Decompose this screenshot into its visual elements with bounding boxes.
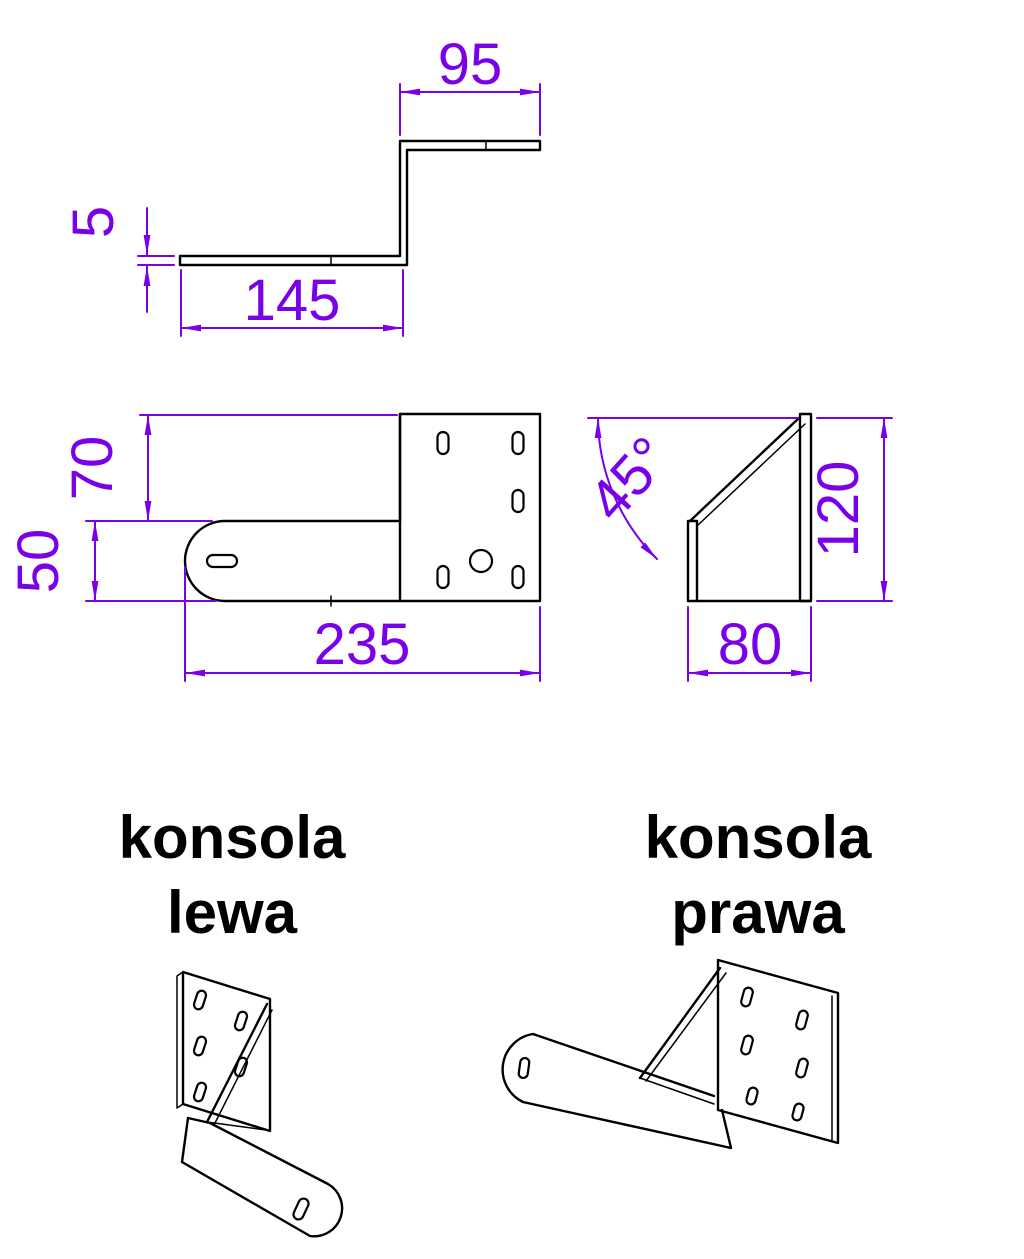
gusset-fold-line <box>639 1077 715 1105</box>
slot-hole <box>511 488 525 514</box>
dimension-value: 5 <box>61 206 126 238</box>
plan-view: 70 50 235 <box>6 412 542 682</box>
slot-hole <box>791 1102 805 1122</box>
plate-face <box>716 958 840 1145</box>
dimension-value: 80 <box>718 612 783 677</box>
slot-hole <box>740 1034 754 1056</box>
slot-hole <box>436 564 450 590</box>
dimension-145: 145 <box>180 268 404 337</box>
slot-hole <box>795 1009 809 1031</box>
gusset-hypotenuse-inner <box>645 972 727 1082</box>
left-console-isometric <box>176 970 344 1238</box>
dimension-value: 235 <box>314 612 411 677</box>
dimension-235: 235 <box>184 566 541 682</box>
angle-arc <box>594 417 658 560</box>
side-profile-view: 95 5 145 <box>61 32 542 337</box>
bracket-outline <box>183 412 542 603</box>
slot-hole <box>192 1081 208 1103</box>
plate-face <box>181 970 272 1133</box>
dimension-value: 45° <box>576 425 683 534</box>
slot-hole <box>436 430 450 456</box>
dimension-value: 50 <box>6 529 71 594</box>
dimension-80: 80 <box>687 606 812 682</box>
slot-hole <box>511 564 525 590</box>
slot-hole <box>517 1056 531 1080</box>
z-profile-outline <box>178 139 542 267</box>
dimension-50: 50 <box>6 520 217 602</box>
slot-hole <box>233 1010 249 1032</box>
dimension-120: 120 <box>806 417 893 602</box>
slot-hole <box>205 553 239 569</box>
slot-hole <box>292 1197 310 1221</box>
end-view: 45° 120 80 <box>576 412 893 682</box>
left-console-label-line2: lewa <box>167 879 298 946</box>
slot-hole <box>192 1035 208 1057</box>
dimension-value: 95 <box>438 32 503 97</box>
slot-hole <box>795 1057 809 1079</box>
slot-hole <box>740 986 754 1008</box>
gusset-hypotenuse <box>688 416 801 523</box>
gusset-hypotenuse <box>205 1002 269 1124</box>
slot-hole <box>192 989 208 1011</box>
arm-face <box>501 1032 733 1150</box>
slot-hole <box>511 430 525 456</box>
right-console-label-line1: konsola <box>645 804 872 871</box>
plate-thickness-edge <box>176 971 184 1109</box>
dimension-5: 5 <box>61 206 175 313</box>
slot-hole <box>745 1086 759 1106</box>
dimension-value: 145 <box>244 268 341 333</box>
right-console-label-line2: prawa <box>671 879 845 946</box>
gusset-hypotenuse-inner <box>696 423 806 527</box>
right-console-isometric <box>501 958 840 1150</box>
gusset-hypotenuse-inner <box>213 1009 273 1126</box>
dimension-95: 95 <box>399 32 541 136</box>
gusset-fold-line <box>206 1121 267 1131</box>
dimension-value: 120 <box>806 461 871 558</box>
dimension-70: 70 <box>60 414 398 522</box>
captions: konsola lewa konsola prawa <box>119 804 872 946</box>
left-console-label-line1: konsola <box>119 804 346 871</box>
gusset-hypotenuse <box>638 966 722 1080</box>
arm-edge <box>686 519 699 603</box>
round-hole <box>468 548 494 574</box>
arm-face <box>180 1116 344 1238</box>
dimension-value: 70 <box>60 436 125 501</box>
